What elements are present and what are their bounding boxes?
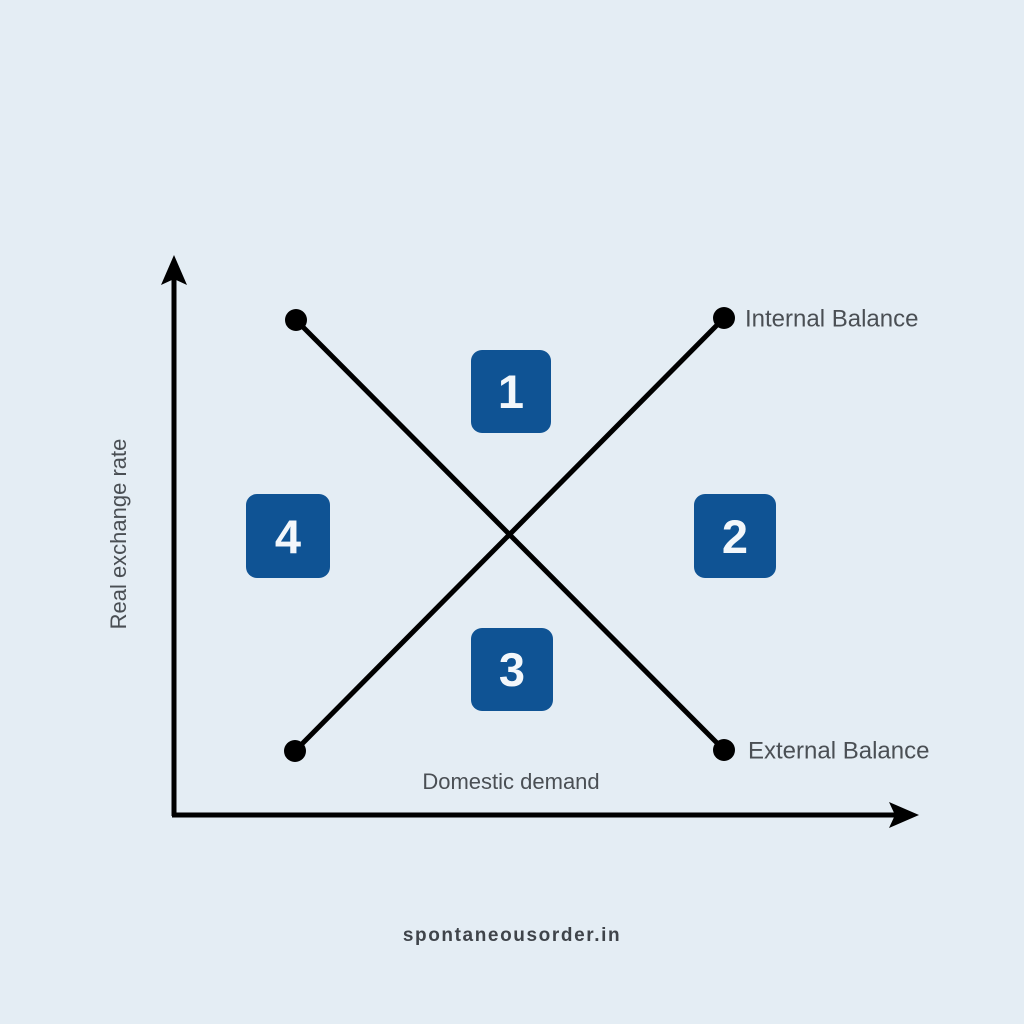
y-axis-title: Real exchange rate (106, 439, 131, 630)
quadrant-badge-4[interactable]: 4 (246, 494, 330, 578)
quadrant-badge-3[interactable]: 3 (471, 628, 553, 711)
quadrant-badge-2[interactable]: 2 (694, 494, 776, 578)
external-balance-line[interactable] (294, 318, 726, 752)
site-watermark: spontaneousorder.in (402, 925, 622, 946)
internal-balance-start-dot-icon (284, 740, 306, 762)
y-axis-arrowhead-icon (161, 255, 187, 285)
y-axis (161, 255, 187, 816)
x-axis-arrowhead-icon (889, 802, 919, 828)
external-balance-end-dot-icon (713, 739, 735, 761)
x-axis-title: Domestic demand (422, 769, 599, 794)
external-balance-curve[interactable] (285, 309, 735, 761)
internal-balance-label: Internal Balance (745, 305, 918, 332)
external-balance-label: External Balance (748, 737, 929, 764)
external-balance-start-dot-icon (285, 309, 307, 331)
x-axis (172, 802, 919, 828)
quadrant-badge-1[interactable]: 1 (471, 350, 551, 433)
internal-balance-end-dot-icon (713, 307, 735, 329)
